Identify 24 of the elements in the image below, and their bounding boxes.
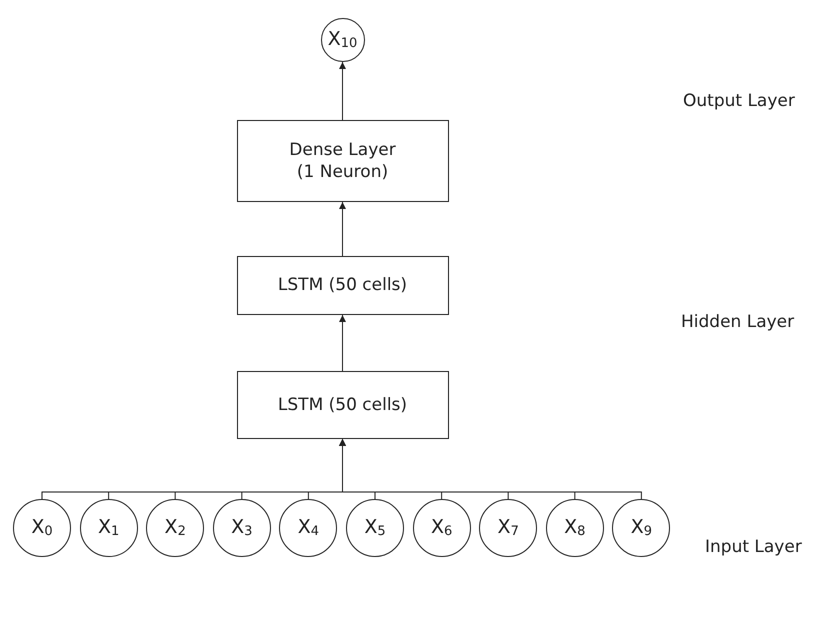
layer-box [236, 120, 448, 202]
node-label: LSTM (50 cells) [278, 274, 408, 297]
layer-label: Input Layer [705, 537, 802, 557]
node-label: X$_{3}$ [231, 515, 252, 541]
node-label: X$_{6}$ [430, 515, 452, 541]
node-label: X$_{5}$ [364, 515, 386, 541]
node-label: X$_{1}$ [98, 515, 120, 541]
arrow [339, 314, 346, 372]
node-label: X$_{8}$ [564, 515, 586, 541]
layer-label: Output Layer [683, 91, 795, 111]
node-label: X$_{9}$ [630, 515, 652, 541]
neuron-circle [320, 18, 364, 62]
node-label: Dense Layer (1 Neuron) [288, 138, 397, 184]
layer-box [236, 256, 448, 315]
node-label: LSTM (50 cells) [278, 394, 408, 416]
arrow [339, 202, 346, 256]
arrow [339, 62, 346, 120]
node-label: X$_{2}$ [164, 515, 186, 541]
node-label: X$_{10}$ [328, 27, 358, 53]
layer-box [236, 371, 448, 439]
layer-label: Hidden Layer [681, 312, 794, 332]
node-label: X$_{0}$ [31, 515, 53, 541]
node-label: X$_{7}$ [498, 515, 519, 541]
node-label: X$_{4}$ [298, 515, 320, 541]
